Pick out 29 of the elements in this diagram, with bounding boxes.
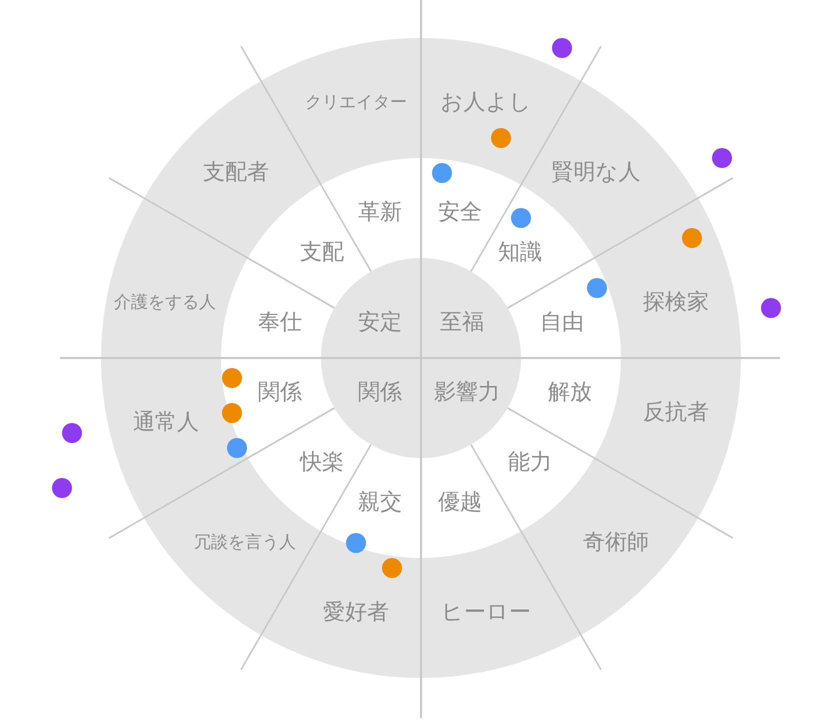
sector-label: 愛好者 [323, 602, 389, 624]
sector-label: 能力 [508, 452, 552, 474]
sector-label: お人よし [440, 92, 532, 114]
sector-label: 影響力 [434, 382, 500, 404]
sector-label: 関係 [358, 382, 402, 404]
sector-label: 安定 [358, 312, 402, 334]
sector-label: 親交 [358, 492, 402, 514]
sector-label: ヒーロー [441, 602, 531, 624]
sector-label: 奉仕 [258, 312, 302, 334]
sector-label: 自由 [540, 312, 584, 334]
sector-label: 知識 [498, 242, 542, 264]
sector-label: 優越 [438, 492, 482, 514]
sector-label: 介護をする人 [114, 294, 216, 312]
sector-label: 関係 [258, 382, 302, 404]
sector-label: 反抗者 [643, 402, 709, 424]
sector-label: 奇術師 [583, 532, 649, 554]
sector-label: 革新 [358, 202, 402, 224]
sector-label: 通常人 [133, 412, 199, 434]
sector-label: 探検家 [643, 292, 709, 314]
sector-label: 至福 [440, 312, 484, 334]
sector-label: 快楽 [300, 452, 344, 474]
sector-label: 賢明な人 [552, 162, 640, 184]
sector-label: 冗談を言う人 [194, 534, 296, 552]
sector-label: 安全 [438, 202, 482, 224]
sector-label: 支配 [300, 242, 344, 264]
ring-band [101, 38, 741, 678]
sector-label: クリエイター [305, 94, 407, 112]
sector-label: 解放 [548, 382, 592, 404]
sector-label: 支配者 [203, 162, 269, 184]
